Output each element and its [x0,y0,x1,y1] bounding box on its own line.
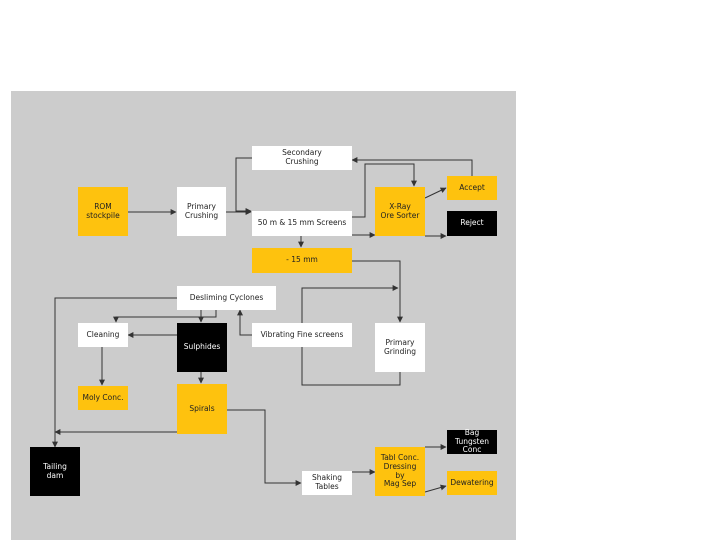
arrow-secondary-to-screens [235,157,252,214]
arrow-vibrating-to-desliming [237,309,252,336]
arrow-tabl-to-dewatering [424,484,447,493]
node-tailing-dam: Tailing dam [30,447,80,496]
arrow-spirals-to-shaking [227,409,302,486]
node-primary-crushing: Primary Crushing [177,187,226,236]
node-secondary-crushing: Secondary Crushing [252,146,352,170]
node-minus-15mm: - 15 mm [252,248,352,273]
node-accept: Accept [447,176,497,200]
node-spirals: Spirals [177,384,227,434]
arrow-screens-to-xray-upper [351,163,417,218]
node-sulphides: Sulphides [177,323,227,372]
node-bag-tungsten-conc: Bag Tungsten Conc [447,428,497,454]
node-reject: Reject [447,211,497,236]
node-tabl-conc-dressing: Tabl Conc. Dressing by Mag Sep [375,447,425,496]
node-vibrating-fine-screens: Vibrating Fine screens [252,323,352,347]
node-dewatering: Dewatering [447,471,497,495]
node-shaking-tables: Shaking Tables [302,471,352,495]
arrow-desliming-to-tailing [52,297,177,448]
node-rom-stockpile: ROM stockpile [78,187,128,236]
node-desliming-cyclones: Desliming Cyclones [177,286,276,310]
node-cleaning: Cleaning [78,323,128,347]
node-primary-grinding: Primary Grinding [375,323,425,372]
arrow-grinding-to-vibrating [301,285,401,386]
arrow-accept-to-secondary [351,157,473,176]
node-moly-conc: Moly Conc. [78,386,128,410]
node-screens: 50 m & 15 mm Screens [252,211,352,236]
node-xray-ore-sorter: X-Ray Ore Sorter [375,187,425,236]
arrow-desliming-to-cleaning [113,310,217,323]
arrow-minus15-to-grinding [352,260,403,323]
arrow-xray-to-accept [424,187,447,199]
